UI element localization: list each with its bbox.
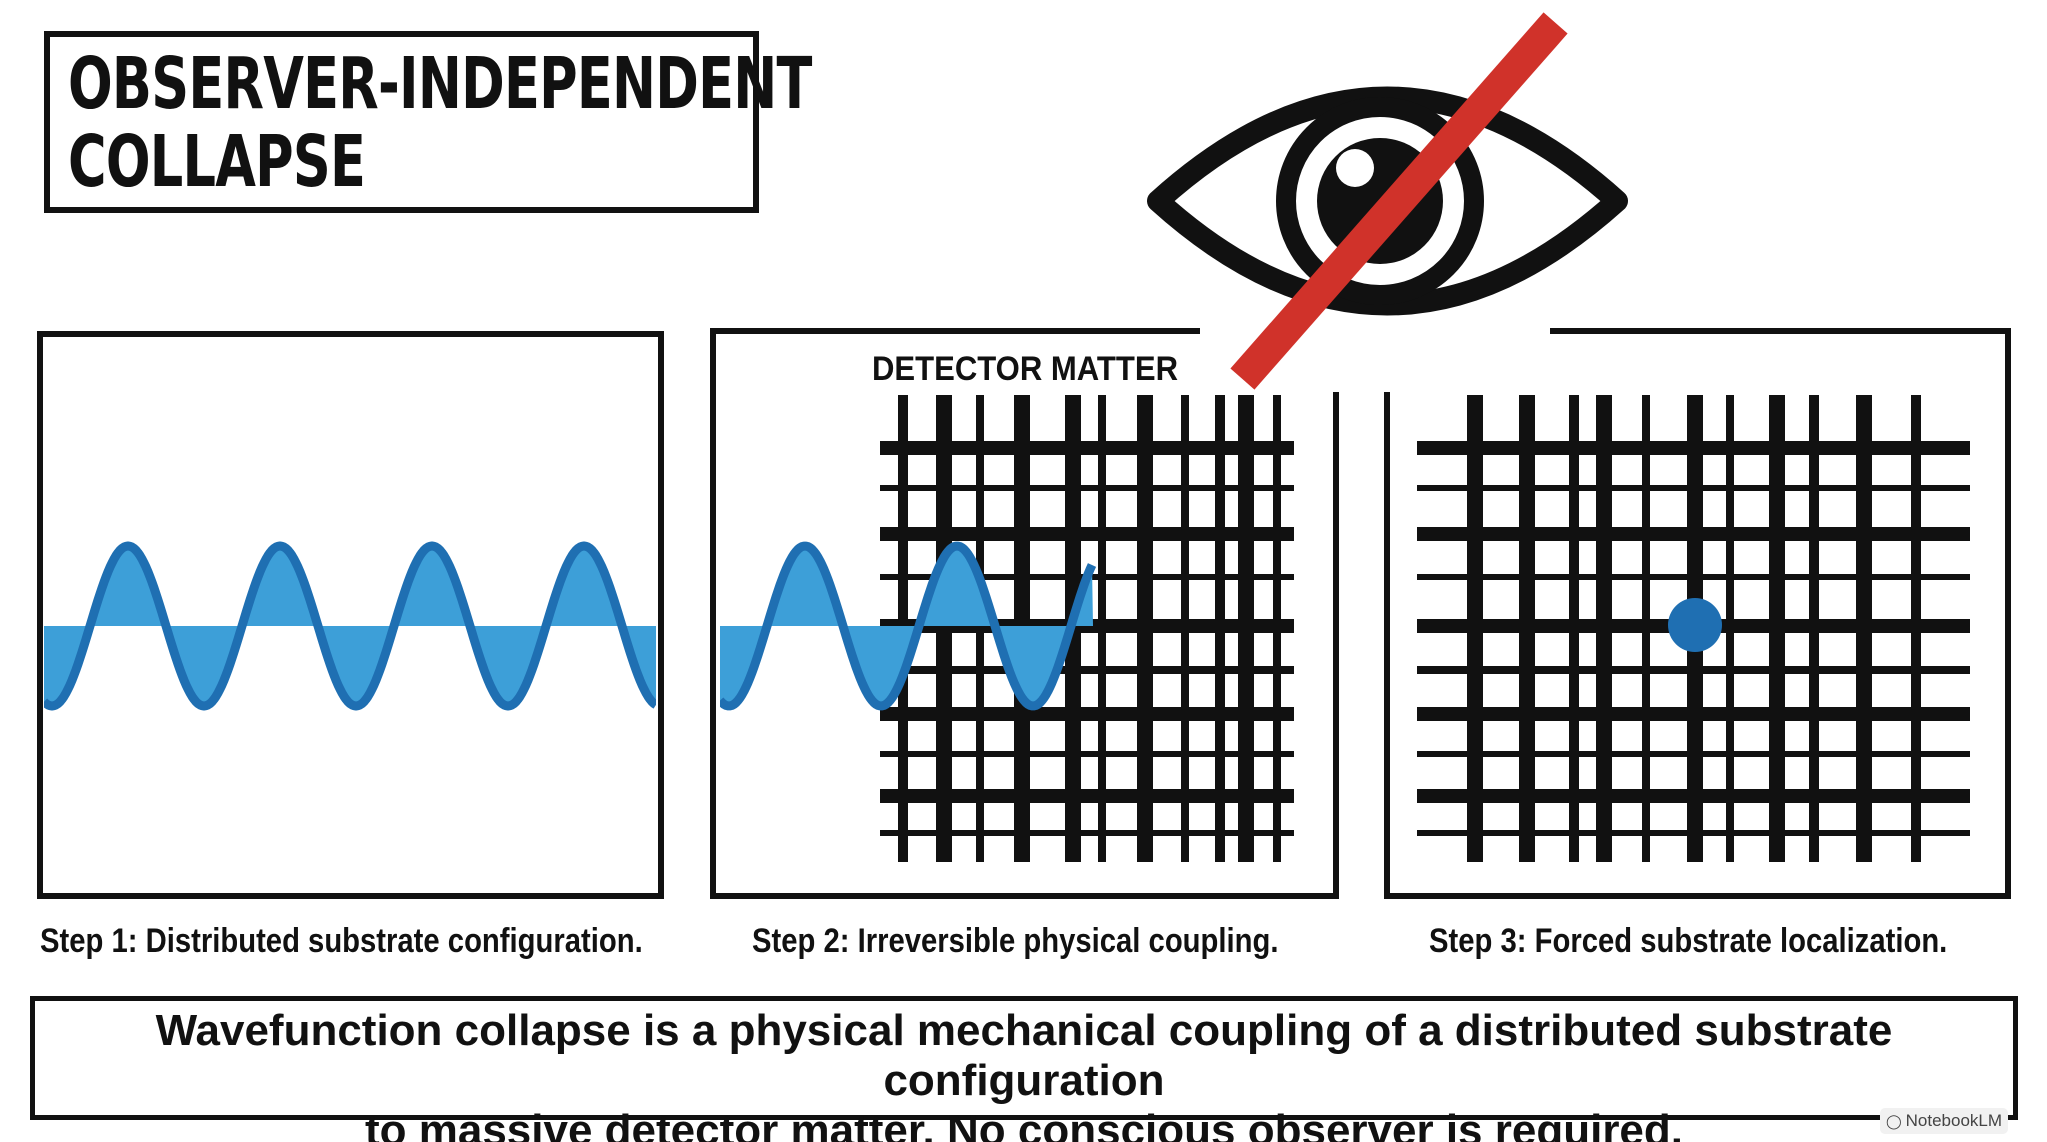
grid-bar-horizontal: [1417, 485, 1970, 491]
panel-step-2: DETECTOR MATTER: [710, 328, 1339, 899]
detector-grid-step-3: [1417, 395, 1970, 862]
panel-2-frame: [710, 328, 1339, 899]
notebooklm-logo-icon: ◯: [1885, 1113, 1902, 1129]
grid-bar-horizontal: [880, 751, 1294, 757]
caption-step-1: Step 1: Distributed substrate configurat…: [40, 922, 643, 960]
grid-bar-horizontal: [880, 666, 1294, 674]
title-line-2: COLLAPSE: [68, 120, 366, 203]
wave-1-line: [44, 541, 656, 711]
caption-step-2: Step 2: Irreversible physical coupling.: [752, 922, 1279, 960]
notebooklm-watermark: ◯NotebookLM: [1880, 1108, 2008, 1134]
summary-frame: [30, 996, 2018, 1120]
eye-highlight: [1336, 149, 1374, 187]
grid-bar-horizontal: [1417, 666, 1970, 674]
summary-statement: Wavefunction collapse is a physical mech…: [30, 1006, 2018, 1142]
panel-3-frame: [1384, 328, 2011, 899]
summary-line-1: Wavefunction collapse is a physical mech…: [155, 1006, 1893, 1105]
grid-bar-horizontal: [880, 485, 1294, 491]
panel-step-1: [37, 331, 664, 899]
grid-bar-horizontal: [880, 830, 1294, 836]
grid-bar-horizontal: [1417, 830, 1970, 836]
panel-step-3: [1384, 328, 2011, 899]
detector-grid-step-2: [880, 395, 1294, 862]
watermark-label: NotebookLM: [1905, 1111, 2003, 1130]
grid-bar-horizontal: [1417, 707, 1970, 721]
panel-1-frame: [37, 331, 664, 899]
title-frame: [44, 31, 759, 213]
grid-bar-horizontal: [880, 707, 1294, 721]
wave-2-line: [720, 541, 1097, 711]
grid-bar-horizontal: [1417, 441, 1970, 455]
wave-2-fill: [720, 546, 1093, 706]
grid-bar-horizontal: [880, 527, 1294, 541]
wave-1-fill: [44, 546, 656, 706]
localized-particle: [1668, 598, 1722, 652]
wave-step-2: [720, 541, 1097, 711]
grid-bar-horizontal: [880, 789, 1294, 803]
crossed-out-eye-icon: [1147, 12, 1628, 390]
summary-line-2: to massive detector matter. No conscious…: [364, 1106, 1684, 1142]
grid-bar-horizontal: [1417, 751, 1970, 757]
grid-bar-horizontal: [1417, 527, 1970, 541]
grid-bar-horizontal: [880, 441, 1294, 455]
detector-matter-label: DETECTOR MATTER: [872, 350, 1178, 388]
wave-step-1: [44, 541, 656, 711]
caption-step-3: Step 3: Forced substrate localization.: [1429, 922, 1948, 960]
grid-bar-horizontal: [1417, 574, 1970, 580]
grid-bar-horizontal: [1417, 789, 1970, 803]
prohibition-slash: [1230, 12, 1568, 390]
